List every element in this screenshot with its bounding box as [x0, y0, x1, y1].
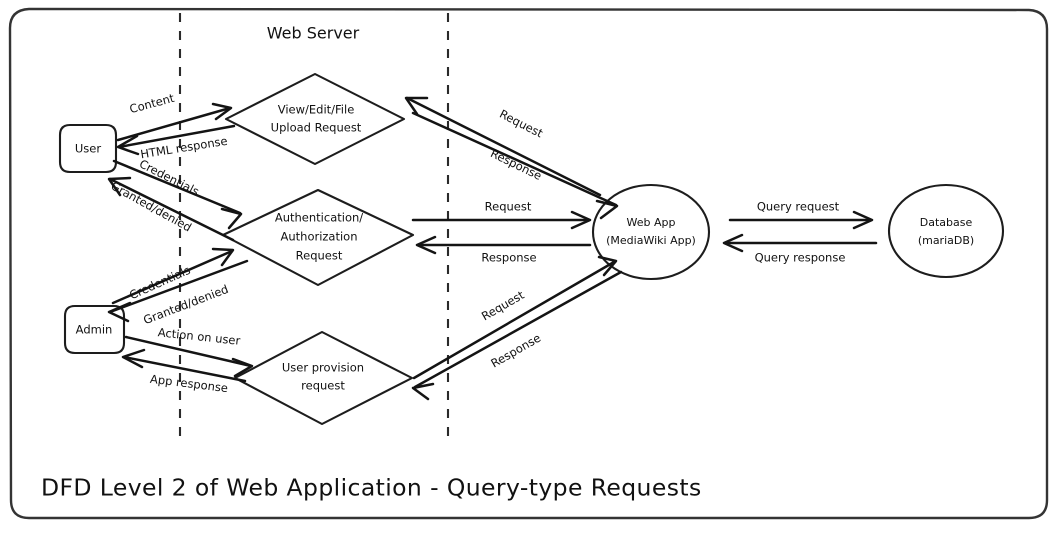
process-web-app[interactable]: Web App (MediaWiki App)	[591, 183, 711, 281]
flow-html-response: HTML response	[116, 124, 236, 162]
process-authentication-line2: Authorization	[280, 230, 357, 244]
flow-query-response-label: Query response	[755, 251, 846, 265]
process-web-app-line1: Web App	[627, 216, 676, 229]
process-web-app-line2: (MediaWiki App)	[606, 234, 696, 247]
diagram-frame	[8, 7, 1049, 520]
flow-html-response-label: HTML response	[139, 134, 228, 162]
flow-request-mid-label: Request	[485, 200, 532, 214]
flow-query-request: Query request	[728, 200, 874, 230]
process-view-edit-upload[interactable]: View/Edit/File Upload Request	[224, 72, 406, 166]
process-web-app-shape	[591, 183, 711, 281]
entity-admin[interactable]: Admin	[63, 304, 126, 355]
entity-user-label: User	[75, 142, 101, 156]
diagram-title: DFD Level 2 of Web Application - Query-t…	[41, 474, 702, 502]
flow-request-top-label: Request	[497, 107, 545, 141]
process-authentication-line3: Request	[296, 249, 343, 263]
flow-credentials-admin-label: Credentials	[127, 263, 192, 302]
flow-response-mid-label: Response	[481, 251, 536, 265]
process-authentication[interactable]: Authentication/ Authorization Request	[221, 188, 415, 287]
flow-action-on-user-label: Action on user	[157, 325, 241, 348]
entity-admin-label: Admin	[76, 323, 113, 337]
flow-content-label: Content	[128, 91, 176, 116]
process-authentication-shape	[221, 188, 415, 287]
flow-request-top: Request	[404, 96, 602, 197]
process-view-edit-upload-shape	[224, 72, 406, 166]
flow-content: Content	[116, 91, 233, 142]
flow-credentials-user-label: Credentials	[137, 157, 201, 199]
process-authentication-line1: Authentication/	[275, 211, 363, 225]
flow-response-bottom-label: Response	[488, 331, 543, 371]
flow-response-mid: Response	[415, 235, 592, 265]
datastore-database-line2: (mariaDB)	[918, 234, 974, 247]
process-user-provision-line1: User provision	[282, 361, 364, 375]
flow-request-bottom: Request	[412, 255, 618, 380]
zone-label-web-server: Web Server	[267, 24, 360, 43]
process-view-edit-upload-line1: View/Edit/File	[278, 103, 355, 117]
entity-user-box	[58, 123, 118, 174]
datastore-database[interactable]: Database (mariaDB)	[887, 183, 1005, 279]
datastore-database-shape	[887, 183, 1005, 279]
entity-admin-box	[63, 304, 126, 355]
process-user-provision-line2: request	[301, 379, 345, 393]
flow-query-response: Query response	[722, 233, 878, 265]
flow-request-mid: Request	[411, 200, 592, 230]
entity-user[interactable]: User	[58, 123, 118, 174]
datastore-database-line1: Database	[920, 216, 973, 229]
process-view-edit-upload-line2: Upload Request	[271, 121, 362, 135]
flow-granted-denied-user: Granted/denied	[107, 176, 235, 242]
flow-app-response: App response	[121, 348, 247, 395]
process-user-provision-shape	[233, 330, 414, 426]
process-user-provision[interactable]: User provision request	[233, 330, 414, 426]
flow-query-request-label: Query request	[757, 200, 840, 214]
